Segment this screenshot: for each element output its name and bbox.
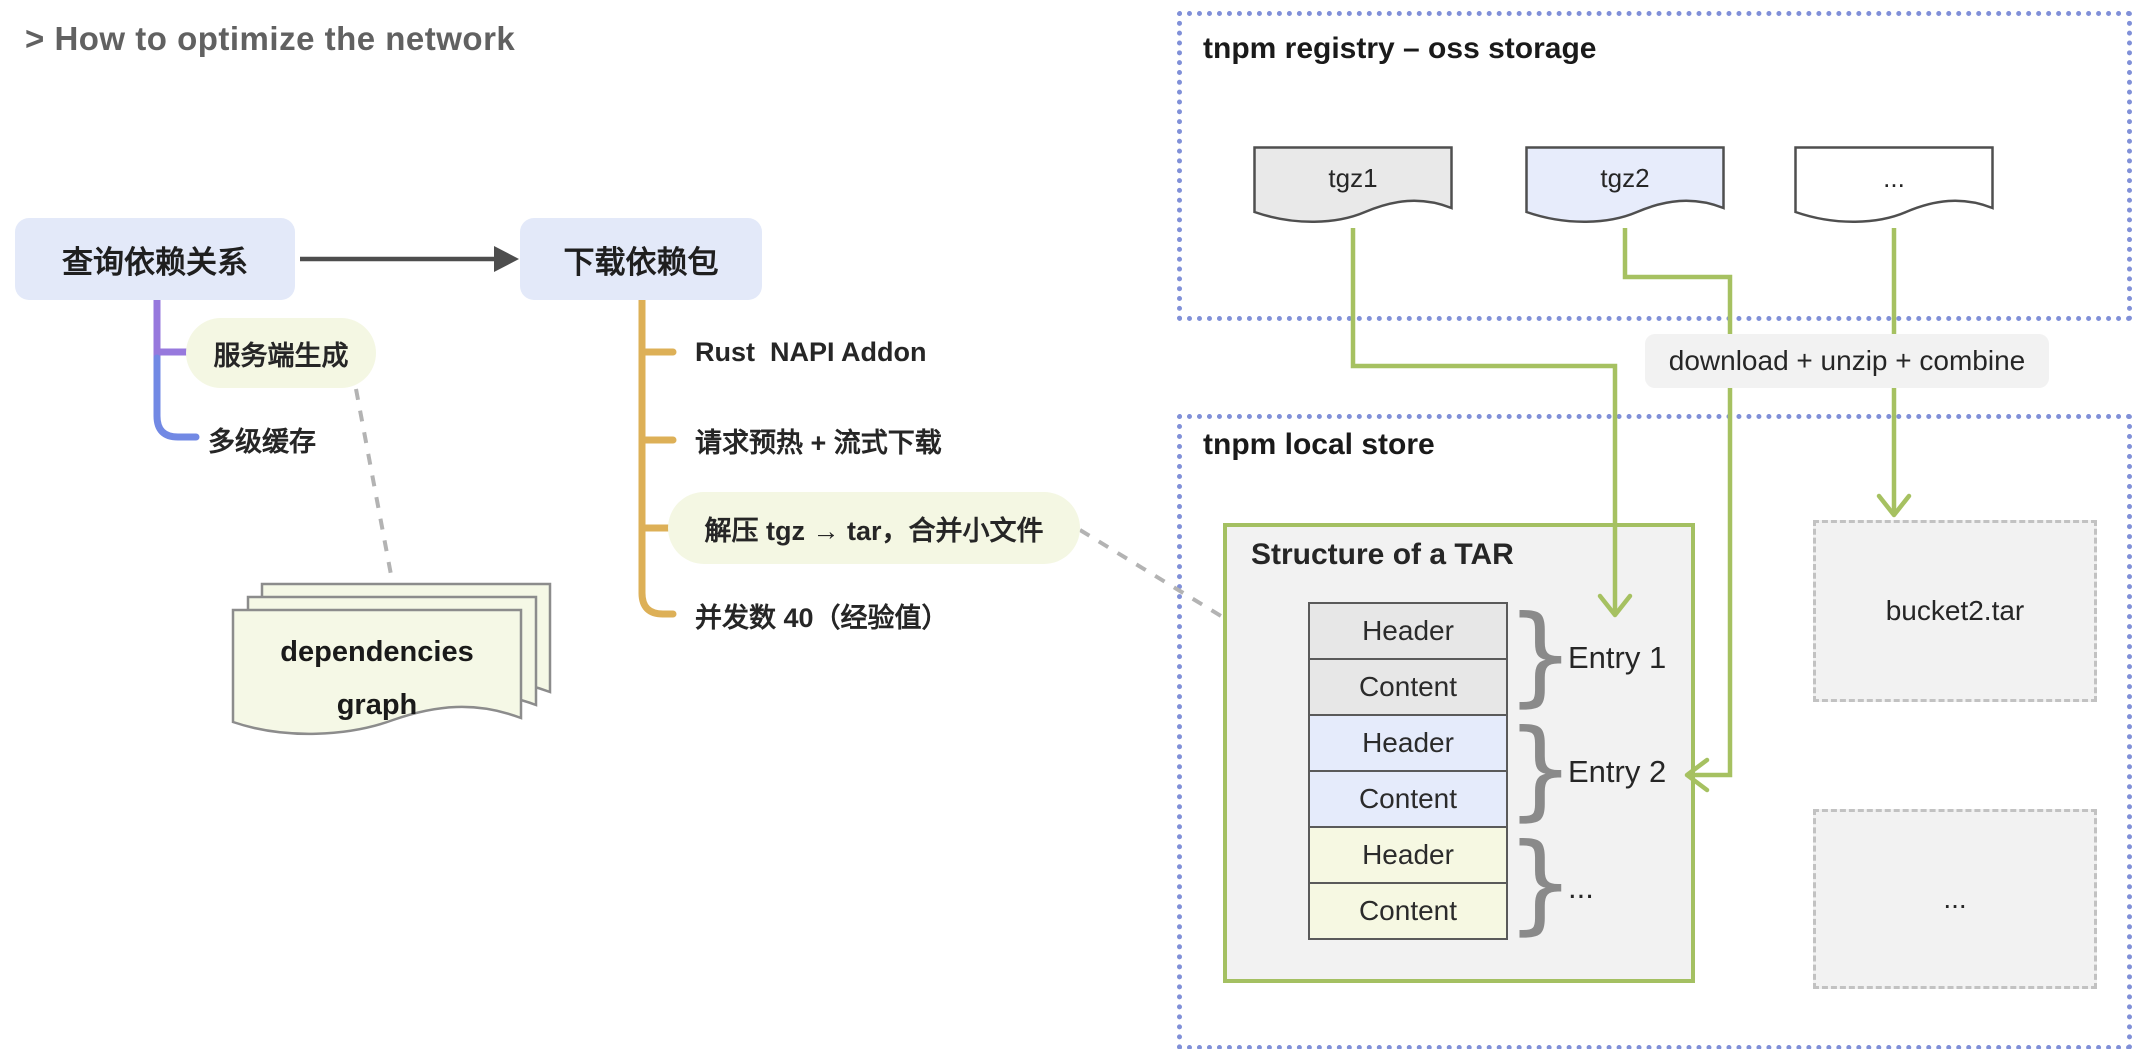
item-server-generate: 服务端生成: [186, 318, 376, 388]
doc-tgz1-shape: [1253, 146, 1453, 223]
transfer-label: download + unzip + combine: [1645, 334, 2049, 388]
brace-entry-2: }: [1506, 707, 1575, 832]
branch-node2: [638, 292, 677, 618]
item-concurrency-40: 并发数 40（经验值）: [695, 602, 949, 633]
bucket-more-box: ...: [1813, 809, 2097, 989]
arrow-query-to-download: [300, 246, 519, 272]
item-preheat-stream: 请求预热 + 流式下载: [695, 427, 942, 458]
brace-entry-3: }: [1506, 821, 1575, 946]
node-query-deps: 查询依赖关系: [15, 218, 295, 300]
page-title: > How to optimize the network: [25, 20, 516, 57]
tar-cell-header-3: Header: [1308, 826, 1508, 884]
doc-tgz2-shape: [1525, 146, 1725, 223]
local-store-zone-title: tnpm local store: [1203, 428, 1435, 461]
doc-more-shape: [1794, 146, 1994, 223]
doc-tgz2: tgz2: [1525, 146, 1725, 234]
bucket2-tar-box: bucket2.tar: [1813, 520, 2097, 702]
entry-3-label: ...: [1568, 870, 1594, 905]
entry-1-label: Entry 1: [1568, 640, 1667, 675]
doc-tgz2-label: tgz2: [1600, 162, 1650, 193]
brace-entry-1: }: [1506, 593, 1575, 718]
item-multi-level-cache: 多级缓存: [208, 426, 316, 457]
tar-structure-title: Structure of a TAR: [1251, 538, 1514, 571]
doc-stack-label-line1: dependencies: [280, 636, 474, 668]
node-download-deps: 下载依赖包: [520, 218, 762, 300]
doc-stack-sheet-front: [231, 608, 523, 736]
tar-cell-content-2: Content: [1308, 770, 1508, 828]
doc-tgz1-label: tgz1: [1328, 162, 1378, 193]
entry-2-label: Entry 2: [1568, 754, 1667, 789]
tar-cell-content-3: Content: [1308, 882, 1508, 940]
dashed-link-server-to-docstack: [354, 388, 394, 581]
item-unzip-merge: 解压 tgz → tar，合并小文件: [668, 492, 1080, 564]
tar-cell-header-2: Header: [1308, 714, 1508, 772]
doc-stack-label-line2: graph: [336, 689, 418, 721]
doc-stack-label: dependencies graph: [231, 626, 523, 732]
tar-cell-header-1: Header: [1308, 602, 1508, 660]
doc-more-label: ...: [1883, 162, 1905, 193]
doc-more: ...: [1794, 146, 1994, 234]
tar-cell-content-1: Content: [1308, 658, 1508, 716]
registry-zone-title: tnpm registry – oss storage: [1203, 32, 1597, 65]
doc-tgz1: tgz1: [1253, 146, 1453, 234]
item-rust-napi: Rust NAPI Addon: [695, 336, 927, 367]
